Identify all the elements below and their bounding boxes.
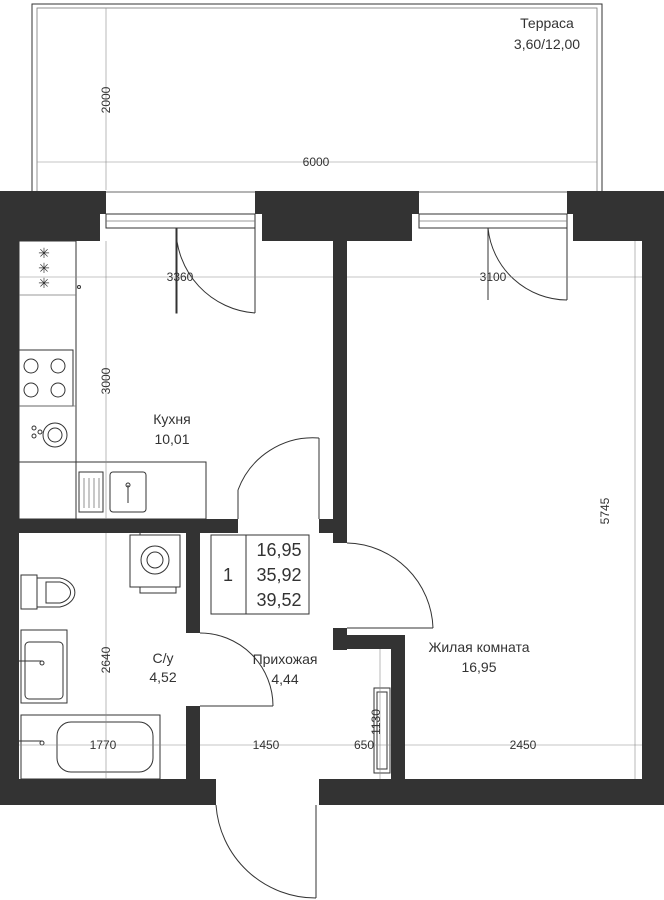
living-name: Жилая комната bbox=[428, 639, 529, 655]
wall-left bbox=[0, 191, 19, 805]
dimension-lines bbox=[19, 241, 642, 779]
snowflake-icon: ✳ bbox=[38, 260, 50, 276]
wall-partition-stub bbox=[319, 519, 347, 533]
dim-bath-depth: 2640 bbox=[99, 646, 113, 673]
washbasin bbox=[20, 629, 68, 704]
dim-niche-depth: 1130 bbox=[369, 709, 383, 735]
summary-living-area: 16,95 bbox=[256, 540, 301, 560]
stove-top bbox=[18, 349, 74, 407]
wall-bath-hall-upper bbox=[186, 533, 200, 633]
washing-machine bbox=[129, 534, 181, 588]
toilet-tank bbox=[20, 574, 38, 610]
dim-living-lower-width: 2450 bbox=[510, 738, 537, 752]
terrace: Терраса 3,60/12,00 2000 6000 bbox=[31, 3, 603, 193]
door-living bbox=[346, 542, 434, 629]
terrace-depth-label: 2000 bbox=[99, 86, 113, 113]
wall-top-mid bbox=[255, 191, 419, 214]
terrace-width-label: 6000 bbox=[303, 155, 330, 169]
toilet-icon bbox=[36, 577, 76, 608]
wall-top-mid-step bbox=[262, 214, 412, 241]
kitchen-fixtures: ✳ ✳ ✳ bbox=[18, 240, 207, 520]
door-living-terrace bbox=[487, 227, 568, 301]
dimension-labels: 3360 3100 3000 5745 2640 1770 1450 650 2… bbox=[90, 270, 612, 752]
living-area: 16,95 bbox=[461, 659, 496, 675]
snowflake-icon: ✳ bbox=[38, 275, 50, 291]
bathroom-name: С/у bbox=[153, 650, 174, 666]
summary-total-area: 35,92 bbox=[256, 565, 301, 585]
dishwasher-icon bbox=[42, 422, 68, 448]
dim-kitchen-width: 3360 bbox=[167, 270, 194, 284]
wall-niche-right bbox=[391, 635, 405, 785]
hallway-name: Прихожая bbox=[253, 651, 318, 667]
summary-box: 1 16,95 35,92 39,52 bbox=[210, 534, 310, 615]
wall-right bbox=[642, 191, 664, 805]
wall-partition-top bbox=[333, 241, 347, 543]
door-kitchen-terrace bbox=[175, 228, 178, 314]
wall-niche-top-cap bbox=[333, 628, 347, 650]
door-entrance bbox=[215, 804, 317, 899]
dim-bath-width: 1770 bbox=[90, 738, 117, 752]
summary-rooms-count: 1 bbox=[223, 565, 233, 585]
dim-living-depth: 5745 bbox=[598, 497, 612, 524]
windows bbox=[105, 213, 568, 229]
snowflake-icon: ✳ bbox=[38, 245, 50, 261]
sink bbox=[78, 471, 104, 513]
wall-bottom-left bbox=[0, 779, 216, 805]
hallway-area: 4,44 bbox=[271, 671, 298, 687]
wall-bottom-right bbox=[319, 779, 664, 805]
walls bbox=[0, 191, 664, 805]
wall-bath-hall-lower bbox=[186, 706, 200, 786]
dim-living-width: 3100 bbox=[480, 270, 507, 284]
kitchen-name: Кухня bbox=[153, 411, 190, 427]
bathtub bbox=[20, 714, 161, 780]
wall-top-left bbox=[0, 191, 106, 214]
room-labels: Кухня 10,01 Жилая комната 16,95 С/у 4,52… bbox=[149, 411, 529, 687]
door-bathroom bbox=[199, 632, 274, 707]
dim-hall-width: 1450 bbox=[253, 738, 280, 752]
bathroom-fixtures bbox=[19, 533, 181, 780]
wall-kitchen-bath bbox=[0, 519, 238, 533]
wall-top-right bbox=[567, 191, 664, 214]
doors bbox=[175, 227, 568, 899]
dim-niche-width: 650 bbox=[354, 738, 374, 752]
shoe-cabinet bbox=[373, 687, 391, 774]
terrace-area: 3,60/12,00 bbox=[514, 36, 580, 52]
terrace-name: Терраса bbox=[520, 15, 574, 31]
dim-kitchen-depth: 3000 bbox=[99, 367, 113, 394]
summary-total-with-terrace: 39,52 bbox=[256, 590, 301, 610]
bathroom-area: 4,52 bbox=[149, 669, 176, 685]
niche-fixtures bbox=[373, 687, 391, 774]
kitchen-counter-bottom bbox=[18, 461, 207, 520]
kitchen-area: 10,01 bbox=[154, 431, 189, 447]
wall-niche-top bbox=[333, 635, 405, 649]
